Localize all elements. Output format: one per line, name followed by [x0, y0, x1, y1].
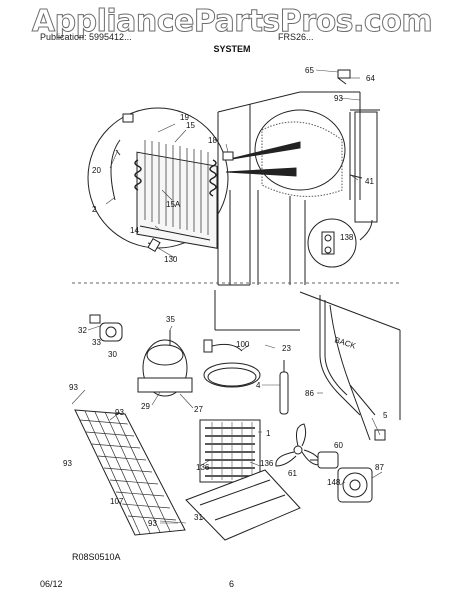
detail-circle-138	[307, 218, 373, 268]
callout-60: 60	[334, 441, 343, 450]
footer-page-number: 6	[229, 579, 235, 589]
callout-64: 64	[366, 74, 375, 83]
callout-30: 30	[108, 350, 117, 359]
callout-86: 86	[305, 389, 314, 398]
cabinet-outline	[217, 91, 380, 286]
shelf-grille-107	[74, 409, 186, 536]
callout-4: 4	[256, 381, 261, 390]
callout-20: 20	[92, 166, 101, 175]
callout-93b: 93	[69, 383, 78, 392]
callout-23: 23	[282, 344, 291, 353]
callout-27: 27	[194, 405, 203, 414]
fan-shroud-148	[337, 467, 373, 503]
callout-65: 65	[305, 66, 314, 75]
freezer-fan-housing	[254, 109, 351, 200]
drier-4	[279, 360, 289, 415]
condenser-fan-blade-61	[275, 423, 323, 467]
drain-tube-100	[203, 339, 261, 388]
callout-87: 87	[375, 463, 384, 472]
callout-32: 32	[78, 326, 87, 335]
callout-31: 31	[194, 513, 203, 522]
leader-lines	[71, 69, 383, 524]
callout-5: 5	[383, 411, 388, 420]
cabinet-lower-outline	[214, 290, 401, 420]
callout-100: 100	[236, 340, 250, 349]
callout-130: 130	[164, 255, 178, 264]
footer-date: 06/12	[40, 579, 63, 589]
callout-2: 2	[92, 205, 97, 214]
side-panel-41	[349, 111, 378, 223]
callout-93: 93	[334, 94, 343, 103]
callout-29: 29	[141, 402, 150, 411]
callout-41: 41	[365, 177, 374, 186]
label-back: BACK	[333, 335, 357, 350]
callout-1: 1	[266, 429, 271, 438]
condenser-detail-circle	[87, 107, 301, 253]
model-header: FRS26...	[278, 32, 314, 42]
callout-14: 14	[130, 226, 139, 235]
callout-107: 107	[110, 497, 124, 506]
callout-136a: 136	[196, 463, 210, 472]
watermark: AppliancePartsPros.com	[31, 4, 433, 40]
publication-header: Publication: 5995412...	[40, 32, 132, 42]
page-title: SYSTEM	[213, 44, 251, 54]
tubing-back	[319, 295, 386, 441]
callout-35: 35	[166, 315, 175, 324]
callout-15a: 15A	[166, 200, 181, 209]
callout-18: 18	[208, 136, 217, 145]
diagram-code: R08S0510A	[72, 552, 121, 562]
callout-15: 15	[186, 121, 195, 130]
callout-148: 148	[327, 478, 341, 487]
overload-protector	[89, 314, 123, 342]
callout-93c: 93	[115, 408, 124, 417]
callout-93e: 93	[148, 519, 157, 528]
callout-33: 33	[92, 338, 101, 347]
callout-93d: 93	[63, 459, 72, 468]
rear-rails	[229, 190, 306, 285]
part-64	[337, 69, 351, 85]
condenser-coil-1	[199, 419, 261, 483]
compressor	[137, 330, 193, 397]
callout-136b: 136	[260, 459, 274, 468]
callout-61: 61	[288, 469, 297, 478]
fan-motor-60	[310, 451, 339, 469]
machine-compartment-base-31	[185, 469, 301, 541]
callout-138: 138	[340, 233, 354, 242]
callout-19: 19	[180, 113, 189, 122]
